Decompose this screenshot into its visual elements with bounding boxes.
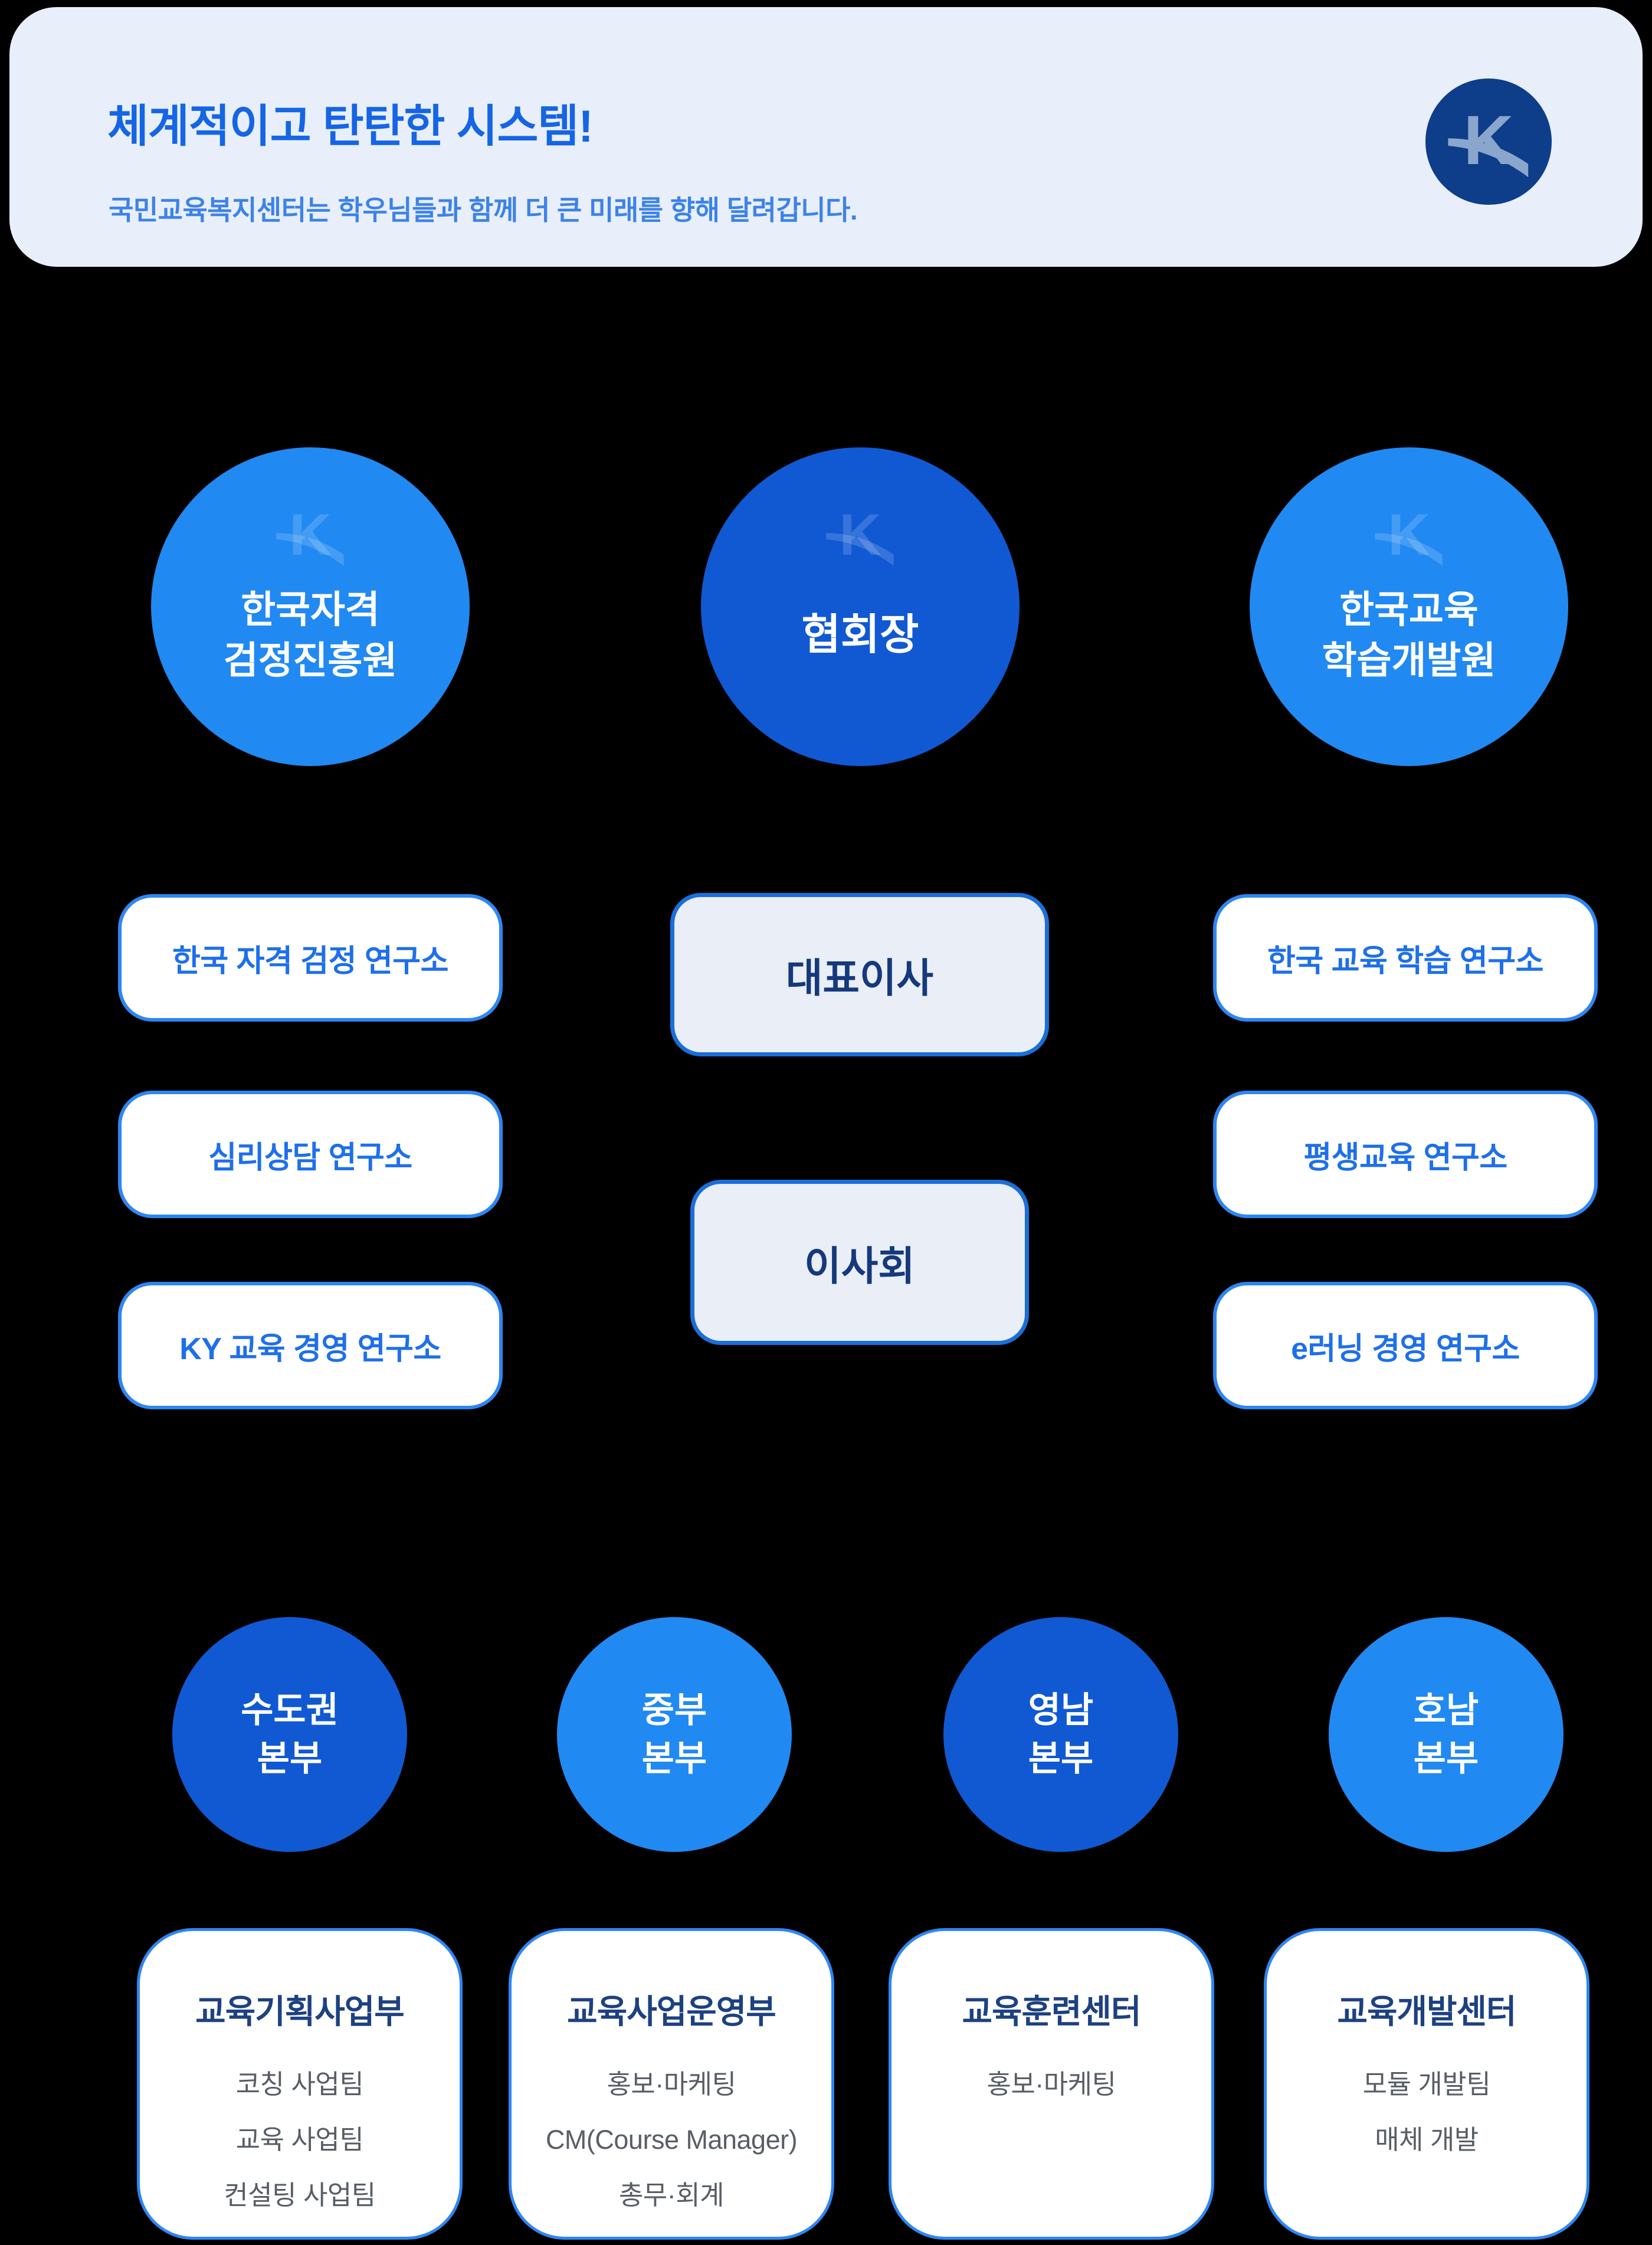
- department-item: 홍보·마케팅: [986, 2069, 1117, 2099]
- department-items: 홍보·마케팅 CM(Course Manager) 총무·회계: [512, 2070, 831, 2210]
- department-card-planning: 교육기획사업부 코칭 사업팀 교육 사업팀 컨설팅 사업팀: [137, 1928, 463, 2240]
- lab-label: 평생교육 연구소: [1303, 1140, 1507, 1175]
- k-watermark-icon: [826, 502, 894, 568]
- org-circle-chairman: 협회장: [701, 447, 1020, 766]
- department-title: 교육사업운영부: [567, 1993, 776, 2030]
- branch-circle-yeongnam: 영남 본부: [943, 1617, 1178, 1852]
- lab-box-cert-research: 한국 자격 검정 연구소: [118, 894, 503, 1022]
- branch-circle-sudogwon: 수도권 본부: [172, 1617, 407, 1852]
- branch-circle-jungbu: 중부 본부: [557, 1617, 792, 1852]
- exec-box-ceo: 대표이사: [670, 893, 1049, 1056]
- department-items: 모듈 개발팀 매체 개발: [1267, 2070, 1587, 2155]
- department-card-operations: 교육사업운영부 홍보·마케팅 CM(Course Manager) 총무·회계: [509, 1928, 834, 2240]
- brand-logo: [1425, 78, 1552, 205]
- department-title: 교육훈련센터: [962, 1993, 1141, 2030]
- org-circle-edu-institute: 한국교육 학습개발원: [1250, 447, 1568, 766]
- circle-label: 한국교육 학습개발원: [1322, 588, 1496, 682]
- circle-label: 협회장: [801, 611, 919, 659]
- lab-label: KY 교육 경영 연구소: [179, 1331, 441, 1366]
- department-item: 코칭 사업팀: [235, 2069, 364, 2099]
- branch-circle-honam: 호남 본부: [1329, 1617, 1564, 1852]
- lab-box-elearning-research: e러닝 경영 연구소: [1213, 1282, 1598, 1409]
- lab-label: 한국 교육 학습 연구소: [1267, 944, 1543, 978]
- department-item: 모듈 개발팀: [1362, 2069, 1491, 2099]
- k-swoosh-icon: [1448, 101, 1529, 179]
- lab-label: e러닝 경영 연구소: [1291, 1331, 1520, 1366]
- page-title: 체계적이고 탄탄한 시스템!: [107, 102, 594, 152]
- lab-label: 한국 자격 검정 연구소: [172, 944, 448, 978]
- department-card-training-center: 교육훈련센터 홍보·마케팅: [889, 1928, 1214, 2240]
- header-banner: 체계적이고 탄탄한 시스템! 국민교육복지센터는 학우님들과 함께 더 큰 미래…: [9, 7, 1643, 267]
- lab-label: 심리상담 연구소: [208, 1140, 412, 1175]
- lab-box-ky-management-research: KY 교육 경영 연구소: [118, 1282, 503, 1409]
- k-watermark-icon: [1375, 502, 1443, 568]
- lab-box-lifelong-edu-research: 평생교육 연구소: [1213, 1091, 1598, 1218]
- department-title: 교육기획사업부: [195, 1993, 405, 2030]
- department-item: CM(Course Manager): [545, 2125, 798, 2155]
- lab-box-counseling-research: 심리상담 연구소: [118, 1091, 503, 1218]
- department-item: 컨설팅 사업팀: [224, 2180, 376, 2210]
- k-watermark-icon: [276, 502, 344, 568]
- department-item: 교육 사업팀: [235, 2125, 364, 2155]
- exec-box-board: 이사회: [690, 1180, 1029, 1345]
- department-items: 홍보·마케팅: [891, 2070, 1211, 2099]
- exec-label: 대표이사: [785, 956, 934, 1001]
- lab-box-edu-learning-research: 한국 교육 학습 연구소: [1213, 894, 1598, 1022]
- circle-label: 한국자격 검정진흥원: [223, 588, 398, 682]
- exec-label: 이사회: [804, 1243, 915, 1289]
- department-item: 총무·회계: [618, 2180, 725, 2210]
- department-card-development-center: 교육개발센터 모듈 개발팀 매체 개발: [1264, 1928, 1589, 2240]
- department-title: 교육개발센터: [1337, 1993, 1516, 2030]
- page-subtitle: 국민교육복지센터는 학우님들과 함께 더 큰 미래를 향해 달려갑니다.: [109, 195, 858, 225]
- org-circle-cert-institute: 한국자격 검정진흥원: [151, 447, 470, 766]
- department-item: 홍보·마케팅: [607, 2069, 737, 2099]
- department-item: 매체 개발: [1375, 2125, 1479, 2155]
- department-items: 코칭 사업팀 교육 사업팀 컨설팅 사업팀: [140, 2070, 460, 2210]
